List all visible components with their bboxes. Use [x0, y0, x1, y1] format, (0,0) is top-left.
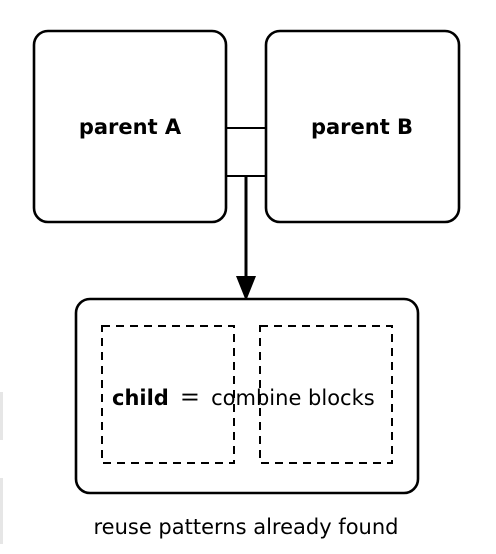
- parent-b-box: [264, 29, 461, 224]
- parent-a-label: parent A: [79, 115, 182, 139]
- child-label: child = combine blocks: [112, 383, 375, 411]
- inheritance-arrow: [236, 176, 256, 301]
- child-block-left: [101, 325, 235, 464]
- child-box: [74, 297, 420, 495]
- diagram-caption: reuse patterns already found: [93, 515, 398, 539]
- left-edge-mark-lower: [0, 478, 3, 544]
- parent-b-label: parent B: [311, 115, 413, 139]
- arrow-head: [236, 276, 256, 301]
- parent-a-box: [32, 29, 228, 224]
- child-equals: =: [180, 383, 200, 411]
- child-description: combine blocks: [211, 386, 375, 410]
- parent-b-node: parent B: [264, 29, 461, 224]
- child-node: child = combine blocks: [74, 297, 420, 495]
- child-block-right: [259, 325, 393, 464]
- child-term: child: [112, 386, 169, 410]
- parent-a-node: parent A: [32, 29, 228, 224]
- left-edge-mark-upper: [0, 392, 3, 440]
